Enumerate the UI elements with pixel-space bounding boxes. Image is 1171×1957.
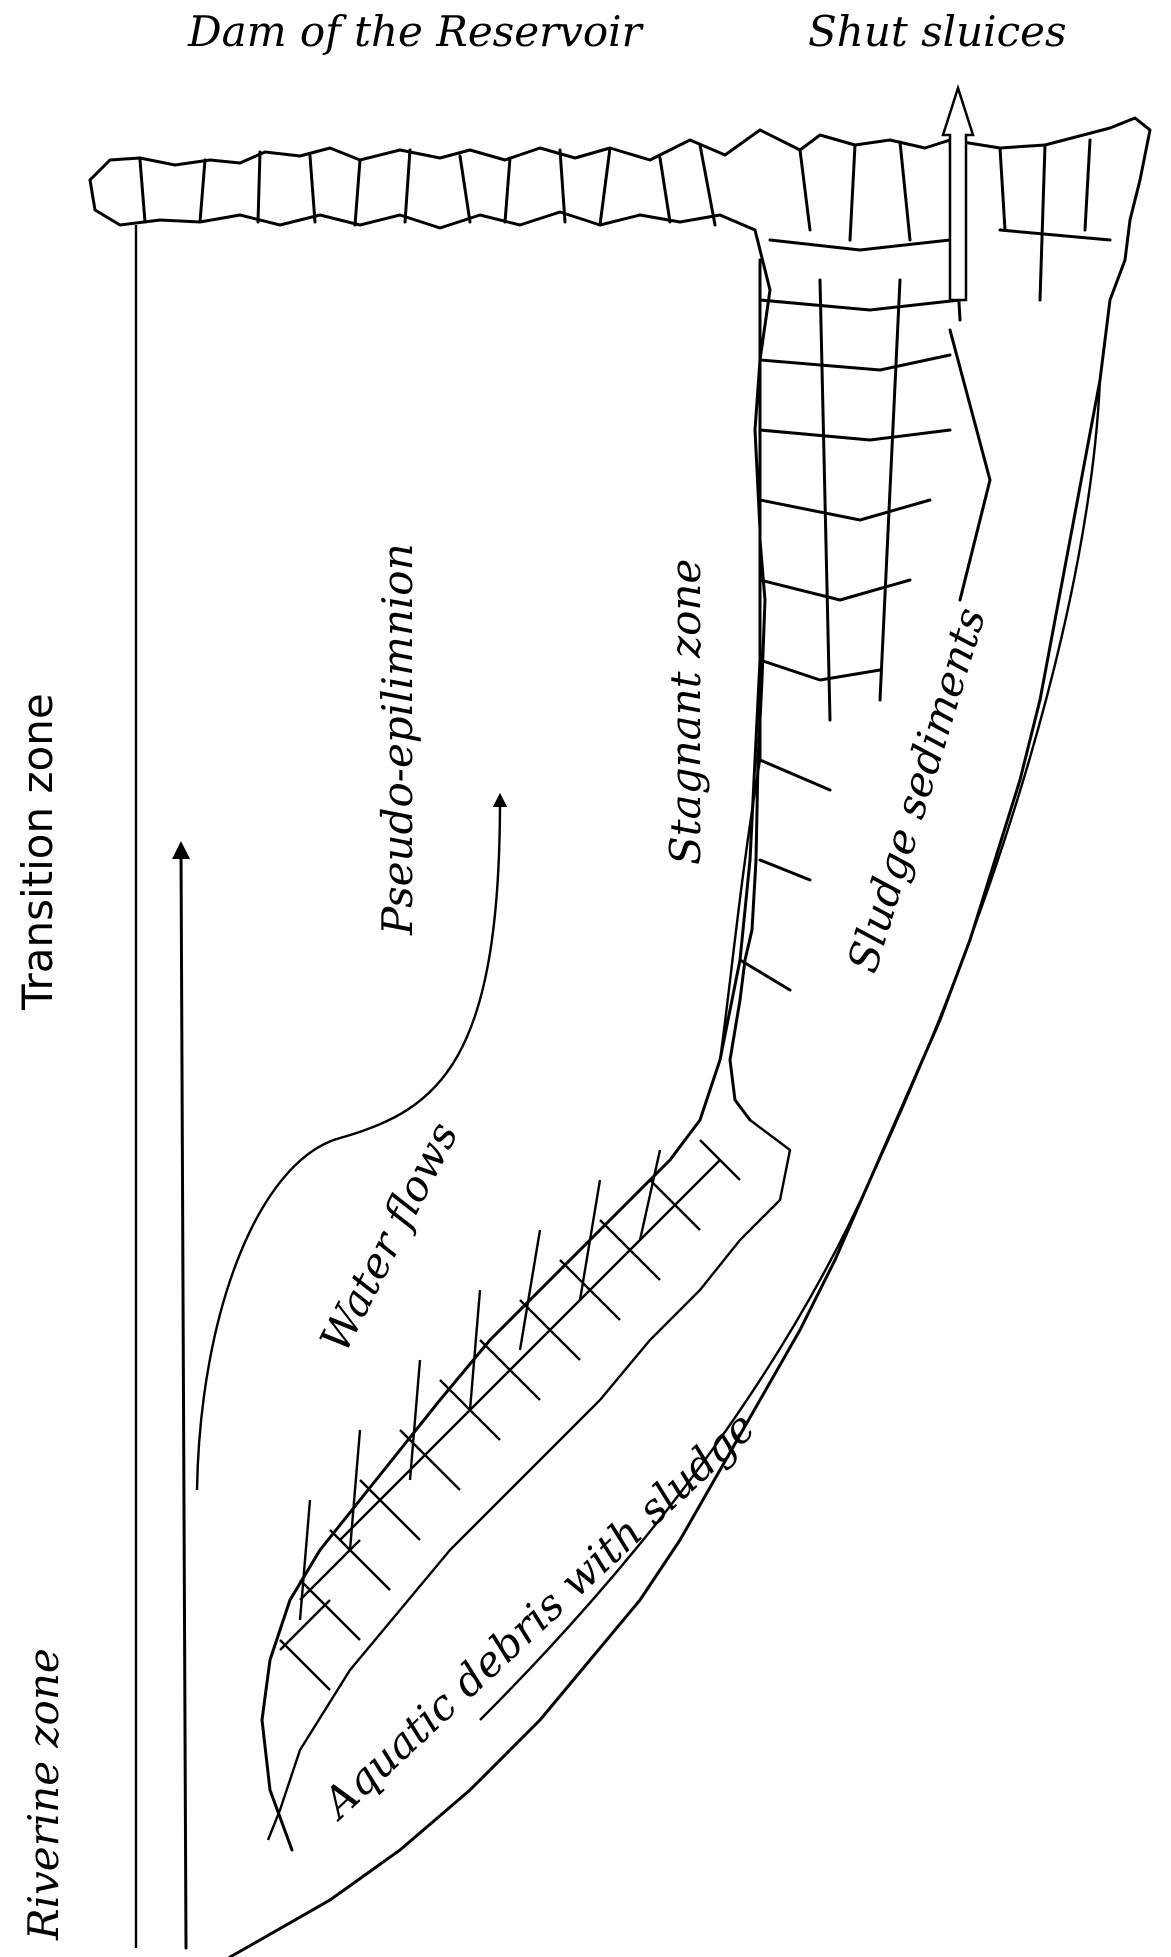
riverine-zone-label: Riverine zone xyxy=(19,1648,68,1941)
pseudo-epilimnion-arrow xyxy=(181,850,186,1948)
stagnant-zone-label: Stagnant zone xyxy=(661,559,710,865)
dam-structure xyxy=(90,118,1150,1957)
transition-zone-label: Transition zone xyxy=(13,693,62,1011)
sludge-sediments-label: Sludge sediments xyxy=(838,602,995,978)
water-flows-label: Water flows xyxy=(310,1114,467,1359)
sludge-sediment-boundary xyxy=(480,380,1100,1720)
aquatic-debris-label: Aquatic debris with sludge xyxy=(310,1402,764,1830)
sluices-label: Shut sluices xyxy=(808,7,1067,56)
pseudo-epilimnion-label: Pseudo-epilimnion xyxy=(373,543,422,936)
sluices-arrow xyxy=(943,88,973,300)
dam-label: Dam of the Reservoir xyxy=(187,7,645,56)
